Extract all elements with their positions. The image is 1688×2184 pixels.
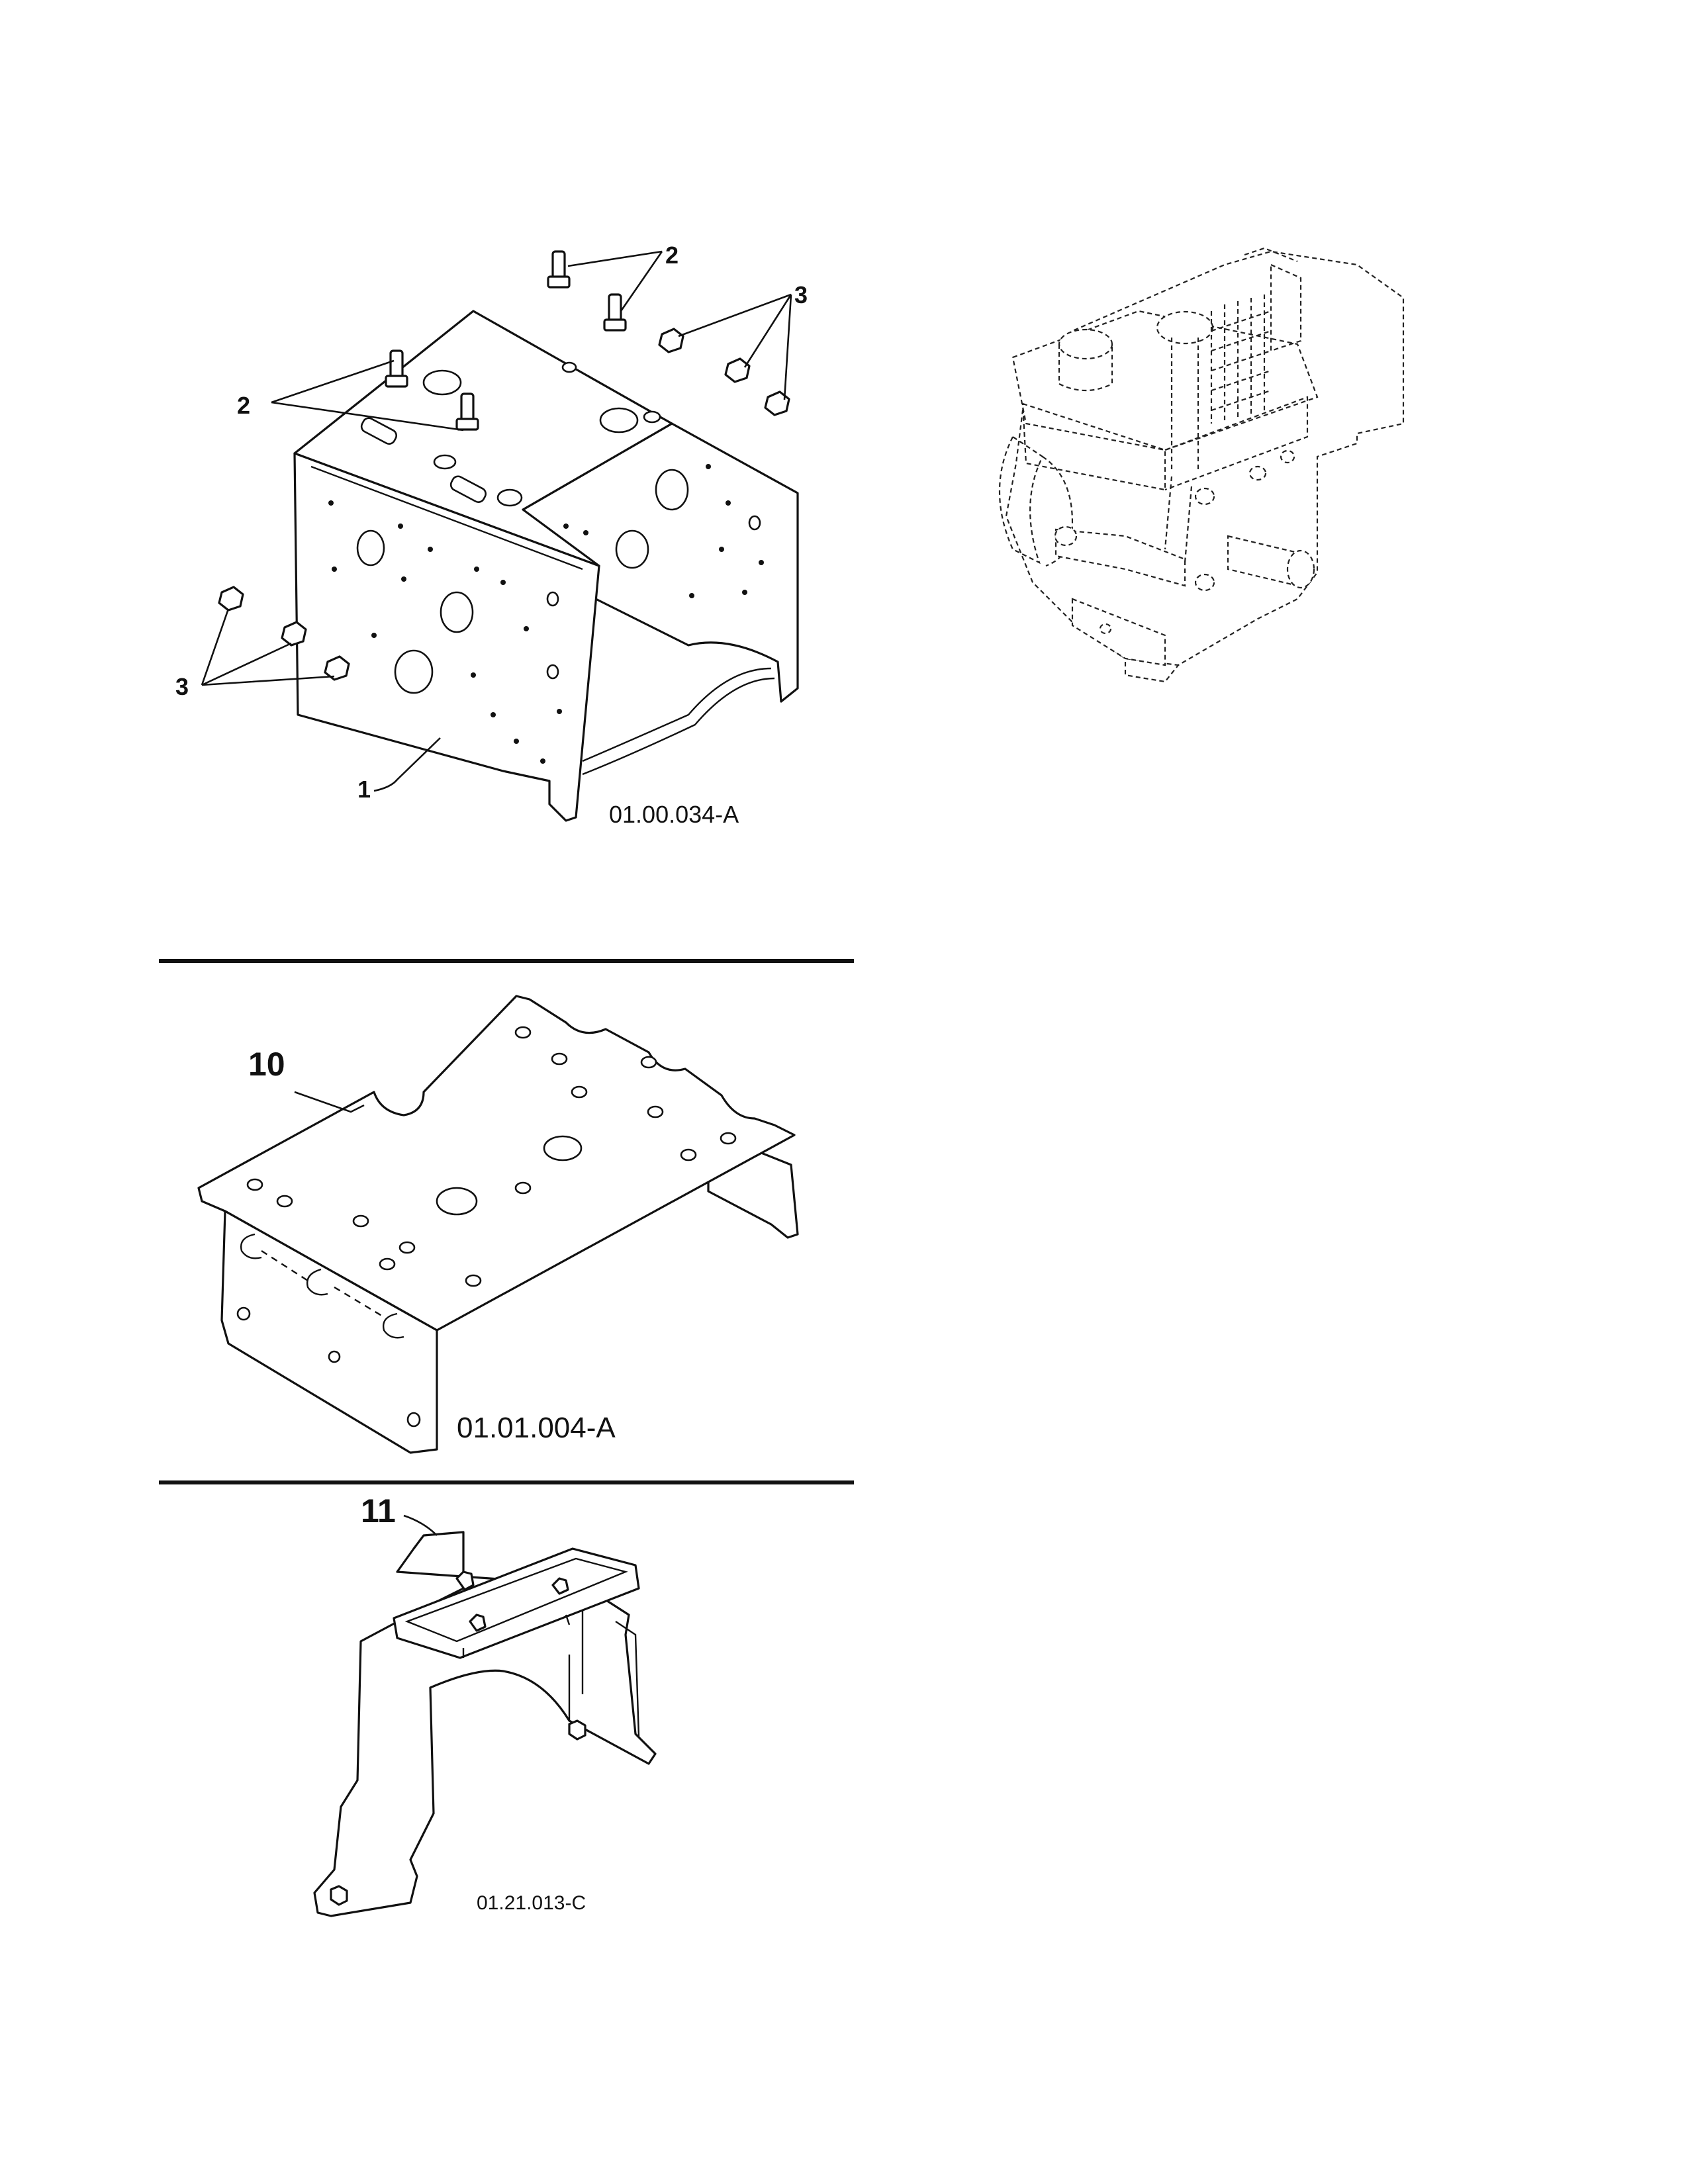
callout-bolt-a: 2 xyxy=(665,242,679,269)
frame-bottom-rod xyxy=(582,667,772,762)
mounting-plate-top xyxy=(197,995,796,1332)
frame-assembly-figure: 2 2 3 3 1 01.00.034-A xyxy=(175,242,808,828)
callout-nut-b: 3 xyxy=(175,673,189,700)
belt-guard-screw xyxy=(330,1885,348,1906)
figure2-code: 01.01.004-A xyxy=(457,1412,616,1444)
frame-right-panel xyxy=(522,422,799,703)
engine-phantom-illustration xyxy=(998,247,1405,683)
figure3-code: 01.21.013-C xyxy=(477,1892,586,1914)
callout-belt-guard: 11 xyxy=(361,1492,396,1529)
callout-bolt-b: 2 xyxy=(237,392,250,419)
figure1-code: 01.00.034-A xyxy=(609,801,739,828)
belt-guard-tray xyxy=(393,1547,640,1659)
callout-nut-a: 3 xyxy=(794,281,808,308)
callout-mounting-plate: 10 xyxy=(248,1046,285,1083)
belt-guard-figure: 11 01.21.013-C xyxy=(313,1492,657,1917)
hex-nut-fastener xyxy=(218,328,790,681)
mounting-plate-figure: 10 01.01.004-A xyxy=(197,995,799,1454)
mounting-holes xyxy=(328,464,764,764)
bolt-fastener xyxy=(385,250,627,431)
callout-frame: 1 xyxy=(357,776,371,803)
